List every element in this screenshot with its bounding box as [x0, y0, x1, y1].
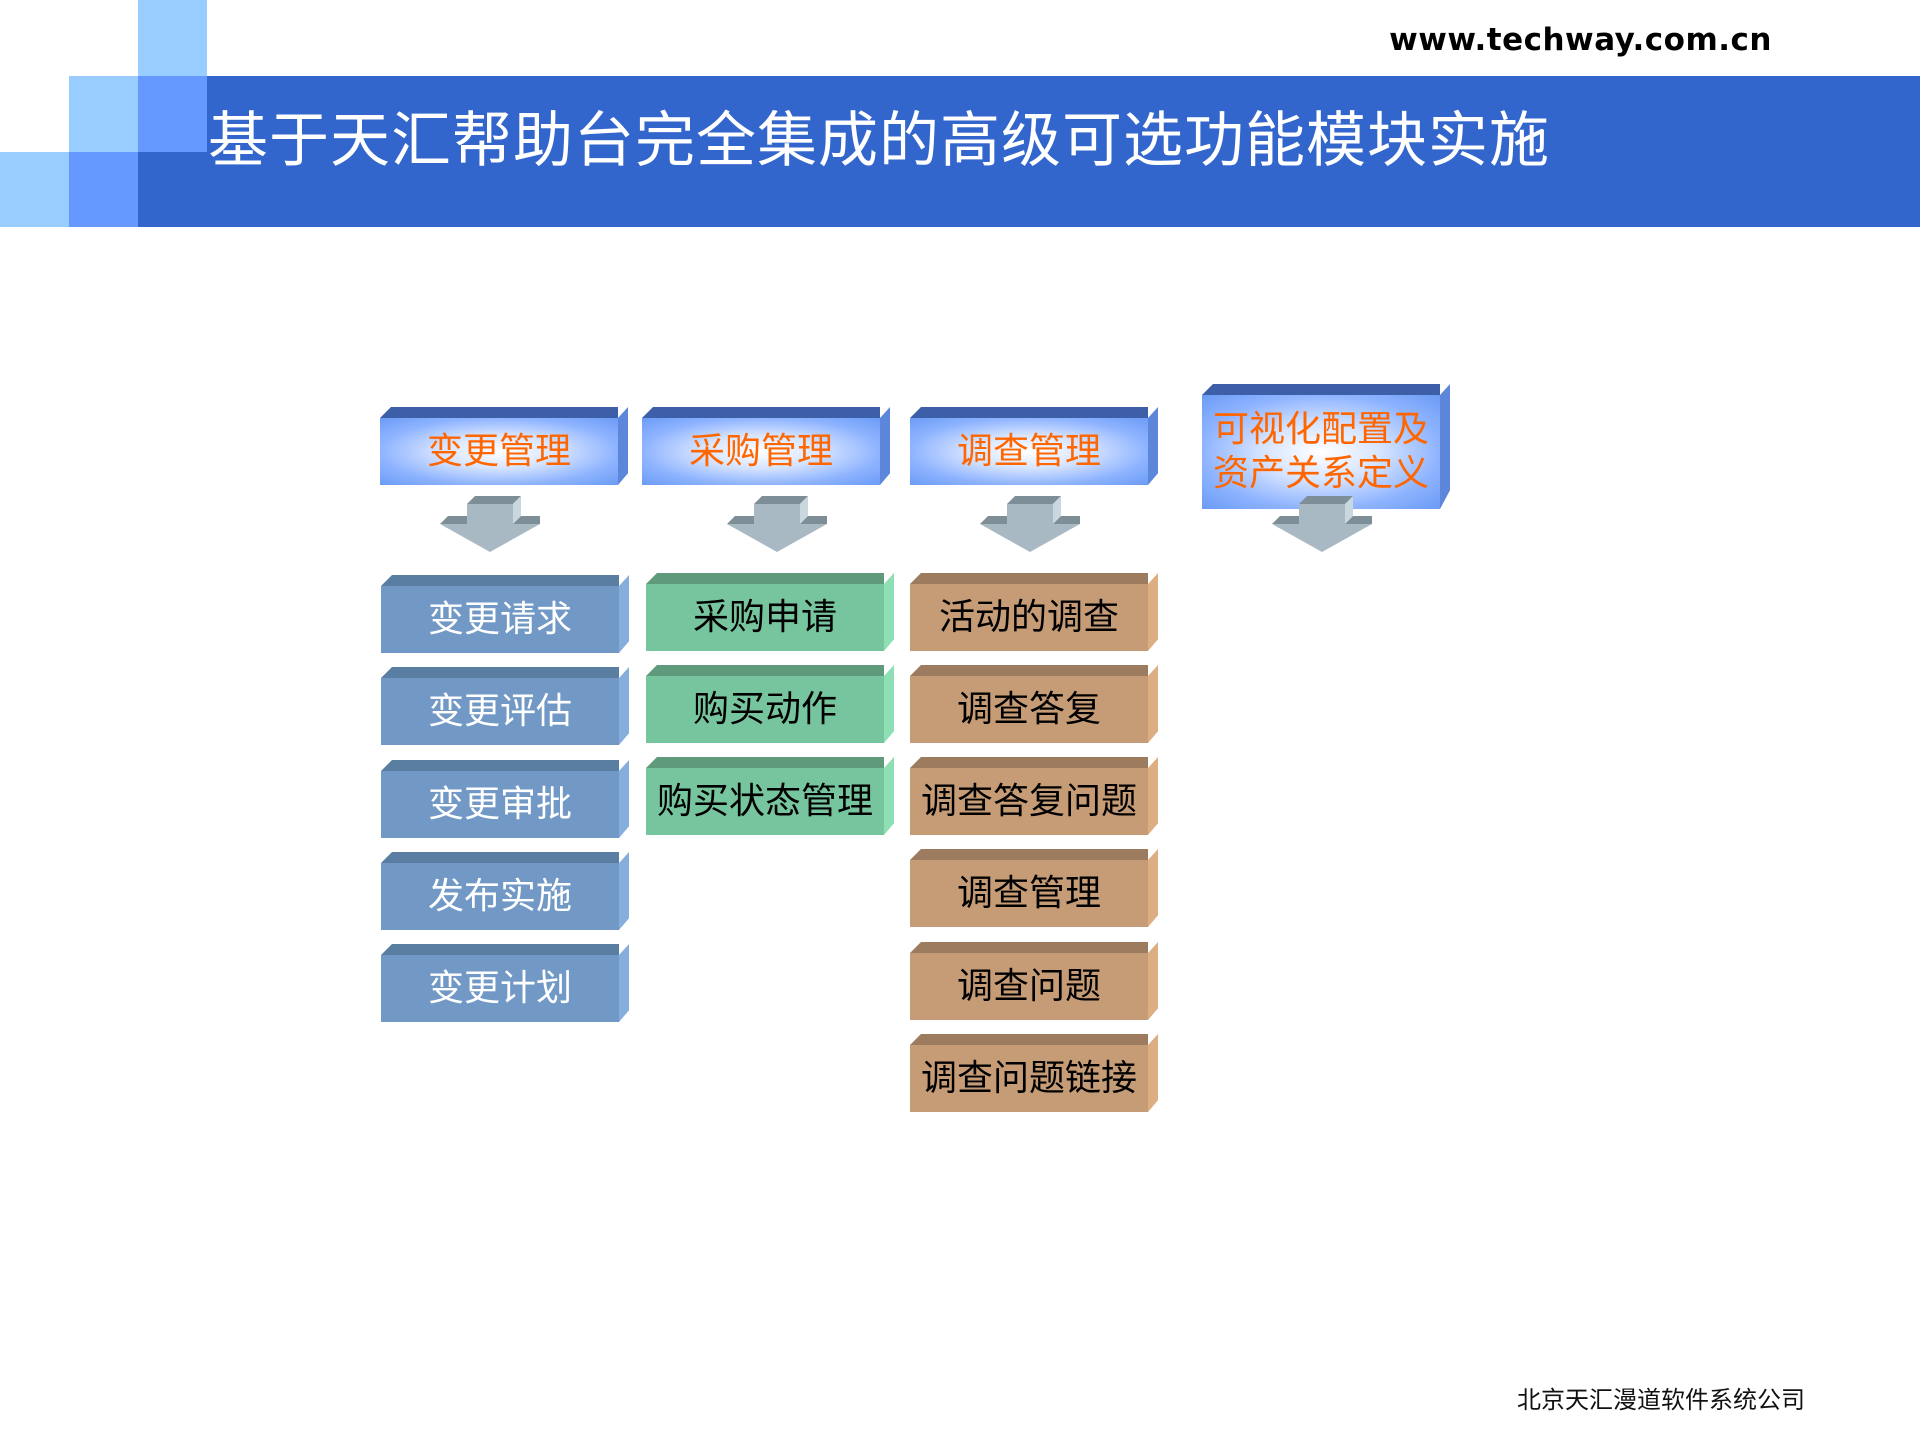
website-url: www.techway.com.cn: [1389, 22, 1772, 58]
down-arrow-icon: [980, 496, 1080, 552]
module-header-change-management: 变更管理: [380, 407, 628, 485]
down-arrow-icon: [440, 496, 540, 552]
page-title: 基于天汇帮助台完全集成的高级可选功能模块实施: [208, 106, 1550, 176]
module-item: 调查问题: [910, 942, 1158, 1020]
module-header-label: 变更管理: [380, 418, 618, 485]
module-item: 调查答复问题: [910, 757, 1158, 835]
deco-square: [138, 0, 207, 76]
deco-square: [69, 76, 138, 152]
module-item: 活动的调查: [910, 573, 1158, 651]
module-item: 采购申请: [646, 573, 894, 651]
module-item: 变更计划: [381, 944, 629, 1022]
module-header-visual-config-asset-relations: 可视化配置及 资产关系定义: [1202, 384, 1450, 509]
deco-square: [138, 76, 207, 152]
title-band: [138, 76, 1920, 227]
module-header-label-line1: 可视化配置及: [1212, 409, 1429, 450]
module-item: 发布实施: [381, 852, 629, 930]
down-arrow-icon: [1272, 496, 1372, 552]
module-item: 调查管理: [910, 849, 1158, 927]
module-item: 购买状态管理: [646, 757, 894, 835]
module-header-survey-management: 调查管理: [910, 407, 1158, 485]
module-header-label: 采购管理: [642, 418, 880, 485]
module-header-label-line2: 资产关系定义: [1212, 453, 1429, 494]
deco-square: [0, 152, 69, 227]
module-item: 变更请求: [381, 575, 629, 653]
module-item: 购买动作: [646, 665, 894, 743]
module-header-procurement-management: 采购管理: [642, 407, 890, 485]
module-item: 调查问题链接: [910, 1034, 1158, 1112]
module-item: 调查答复: [910, 665, 1158, 743]
down-arrow-icon: [727, 496, 827, 552]
footer-company-name: 北京天汇漫道软件系统公司: [1517, 1386, 1805, 1414]
module-header-label: 调查管理: [910, 418, 1148, 485]
module-item: 变更审批: [381, 760, 629, 838]
module-item: 变更评估: [381, 667, 629, 745]
deco-square: [69, 152, 138, 227]
